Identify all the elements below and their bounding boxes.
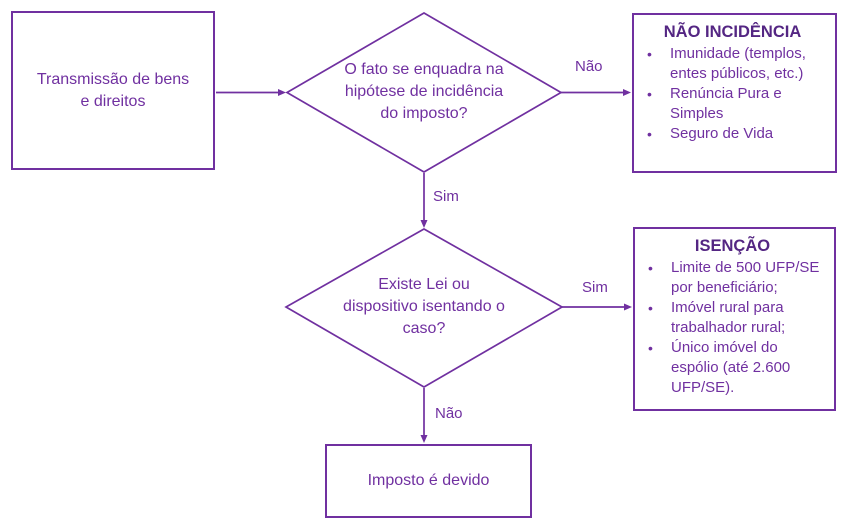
node-decision2-text-line: Existe Lei ou [378,276,470,293]
bullet-icon: • [647,46,652,62]
node-decision1-text-line: do imposto? [380,105,468,122]
node-decision2-text-line: caso? [402,320,446,337]
node-start-text-line: e direitos [80,92,146,110]
bullet-icon: • [648,260,653,276]
list-item: • Renúncia Pura e Simples [634,84,831,124]
node-imposto-devido: Imposto é devido [325,444,532,518]
list-item: • Imóvel rural para trabalhador rural; [635,298,830,338]
bullet-icon: • [647,126,652,142]
list-item-text: Renúncia Pura e Simples [670,85,782,122]
decision1-diamond [285,12,563,173]
list-item: • Imunidade (templos, entes públicos, et… [634,44,831,84]
list-item: • Único imóvel do espólio (até 2.600 UFP… [635,338,830,398]
edge-label-decision2-yes: Sim [582,279,608,296]
bullet-icon: • [648,340,653,356]
list-item-text: Seguro de Vida [670,125,774,142]
list-item: • Limite de 500 UFP/SE por beneficiário; [635,258,830,298]
list-item: • Seguro de Vida [634,124,831,144]
node-decision1-label: O fato se enquadra na hipótese de incidê… [314,59,534,125]
bullet-icon: • [647,86,652,102]
node-isencao: ISENÇÃO • Limite de 500 UFP/SE por benef… [633,227,836,411]
decision2-diamond [284,228,564,388]
list-item-text: Limite de 500 UFP/SE por beneficiário; [671,259,820,296]
node-decision1-text-line: hipótese de incidência [344,83,504,100]
edge-label-decision1-no: Não [575,58,603,75]
node-decision2-label: Existe Lei ou dispositivo isentando o ca… [304,274,544,340]
node-nao-incidencia-title: NÃO INCIDÊNCIA [663,23,802,41]
edge-label-decision1-yes: Sim [433,188,459,205]
node-nao-incidencia: NÃO INCIDÊNCIA • Imunidade (templos, ent… [632,13,837,173]
node-imposto-devido-text: Imposto é devido [367,472,490,489]
list-item-text: Único imóvel do espólio (até 2.600 UFP/S… [671,339,791,396]
bullet-icon: • [648,300,653,316]
edge-label-decision2-no: Não [435,405,463,422]
node-start-text-line: Transmissão de bens [36,70,190,88]
list-item-text: Imunidade (templos, entes públicos, etc.… [670,45,806,82]
node-isencao-title: ISENÇÃO [694,237,771,255]
list-item-text: Imóvel rural para trabalhador rural; [671,299,786,336]
node-start: Transmissão de bens e direitos [11,11,215,170]
node-decision1-text-line: O fato se enquadra na [344,61,504,78]
node-decision2-text-line: dispositivo isentando o [343,298,505,315]
